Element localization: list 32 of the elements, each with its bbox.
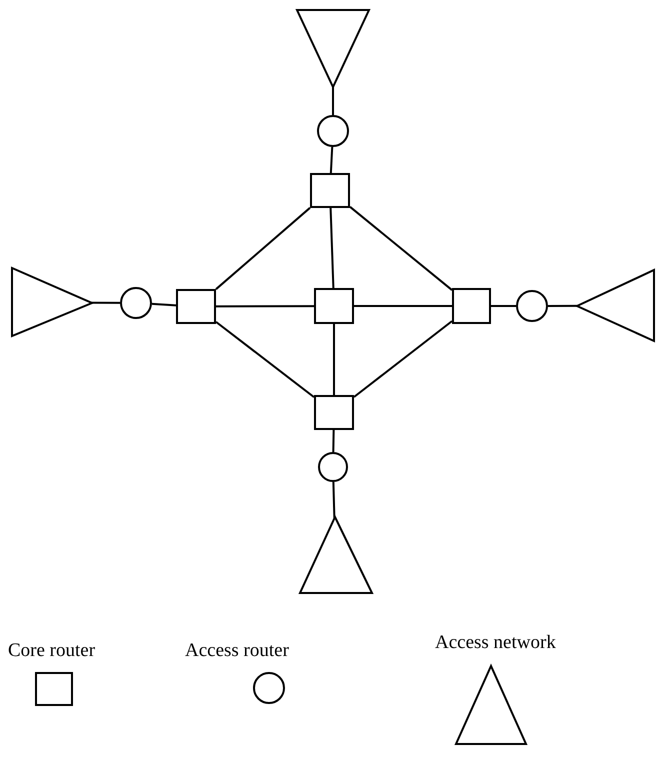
access-network-triangle <box>300 517 372 593</box>
legend-label: Core router <box>8 640 96 662</box>
connector-line <box>215 321 315 398</box>
access-network-triangle <box>12 268 92 336</box>
connector-line <box>216 305 314 308</box>
legend-label: Access router <box>185 640 289 662</box>
connector-line <box>354 305 452 307</box>
connector-line <box>349 206 453 291</box>
connector-line <box>491 305 516 307</box>
access-network-triangle <box>577 270 654 341</box>
access-router-circle <box>318 452 348 482</box>
core-router-square <box>452 288 491 324</box>
connector-line <box>333 324 335 395</box>
connector-line <box>91 302 120 304</box>
access-router-circle <box>516 290 548 322</box>
connector-line <box>332 87 334 115</box>
connector-line <box>332 430 335 452</box>
connector-line <box>548 304 578 307</box>
connector-line <box>332 482 336 518</box>
connector-line <box>330 208 334 288</box>
core-router-square <box>310 173 350 208</box>
access-router-circle <box>317 115 349 147</box>
connector-line <box>353 320 453 398</box>
connector-line <box>215 207 311 290</box>
access-router-circle <box>120 287 152 319</box>
connector-line <box>152 302 176 306</box>
legend-label: Access network <box>435 632 556 654</box>
core-router-square <box>314 395 354 430</box>
core-router-square <box>176 289 216 324</box>
connector-line <box>330 146 334 174</box>
access-network-triangle <box>297 10 369 87</box>
core-router-square <box>314 288 354 324</box>
